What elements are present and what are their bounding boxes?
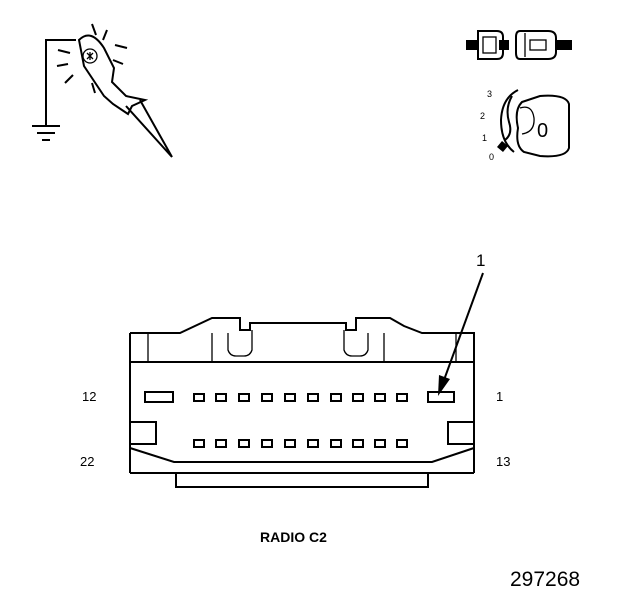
cavity-12 (144, 391, 174, 403)
callout-number: 1 (476, 251, 485, 270)
radio-c2-connector (129, 317, 475, 488)
pin-label-13: 13 (496, 454, 510, 469)
key-mark: 0 (537, 120, 548, 142)
connector-caption: RADIO C2 (260, 529, 327, 545)
callout-arrow (438, 272, 484, 396)
test-probe-icon (32, 23, 173, 158)
figure-number: 297268 (510, 568, 580, 591)
key-position-3: 3 (487, 89, 492, 99)
key-position-1: 1 (482, 133, 487, 143)
pin-label-1: 1 (496, 389, 503, 404)
key-position-0: 0 (489, 152, 494, 162)
ignition-key-icon: 3 2 1 0 0 (480, 89, 570, 162)
connector-disconnect-icon (466, 30, 572, 60)
pin-label-12: 12 (82, 389, 96, 404)
pin-label-22: 22 (80, 454, 94, 469)
key-position-2: 2 (480, 111, 485, 121)
ground-symbol-icon (32, 125, 60, 141)
cavity-1 (427, 391, 455, 403)
